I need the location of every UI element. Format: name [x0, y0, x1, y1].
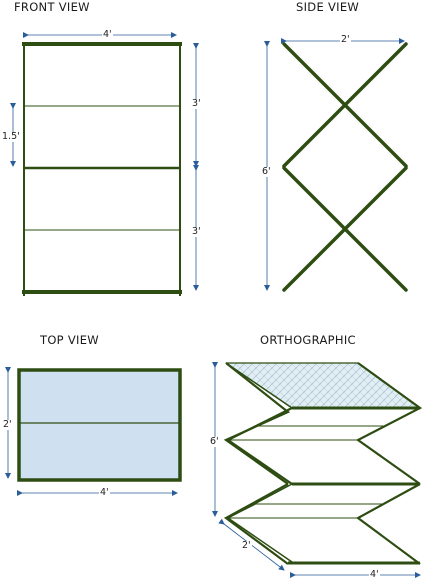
ortho-width-label: 4' [369, 569, 380, 580]
side-width-label: 2' [340, 34, 351, 45]
orthographic-title: ORTHOGRAPHIC [260, 333, 356, 347]
ortho-upper-shelf [227, 425, 385, 441]
front-view-drawing [10, 32, 199, 296]
side-upper-brace-2 [282, 42, 408, 168]
top-panel [17, 368, 182, 482]
front-view-title: FRONT VIEW [14, 0, 90, 14]
top-view-drawing [5, 367, 182, 496]
front-bottom-height-label: 3' [191, 226, 202, 237]
side-height-label: 6' [261, 166, 272, 177]
ortho-lower-shelf [227, 503, 385, 519]
top-view-title: TOP VIEW [40, 333, 99, 347]
front-side-height-label: 1.5' [1, 131, 21, 142]
top-depth-label: 2' [2, 419, 13, 430]
front-top-height-label: 3' [191, 98, 202, 109]
side-lower-brace-2 [282, 166, 408, 292]
ortho-height-label: 6' [209, 436, 220, 447]
front-width-label: 4' [102, 29, 113, 40]
top-width-label: 4' [99, 487, 110, 498]
side-view-title: SIDE VIEW [296, 0, 360, 14]
ortho-depth-dimension [218, 518, 285, 571]
ortho-depth-label: 2' [241, 540, 252, 551]
side-view-drawing [282, 42, 408, 292]
